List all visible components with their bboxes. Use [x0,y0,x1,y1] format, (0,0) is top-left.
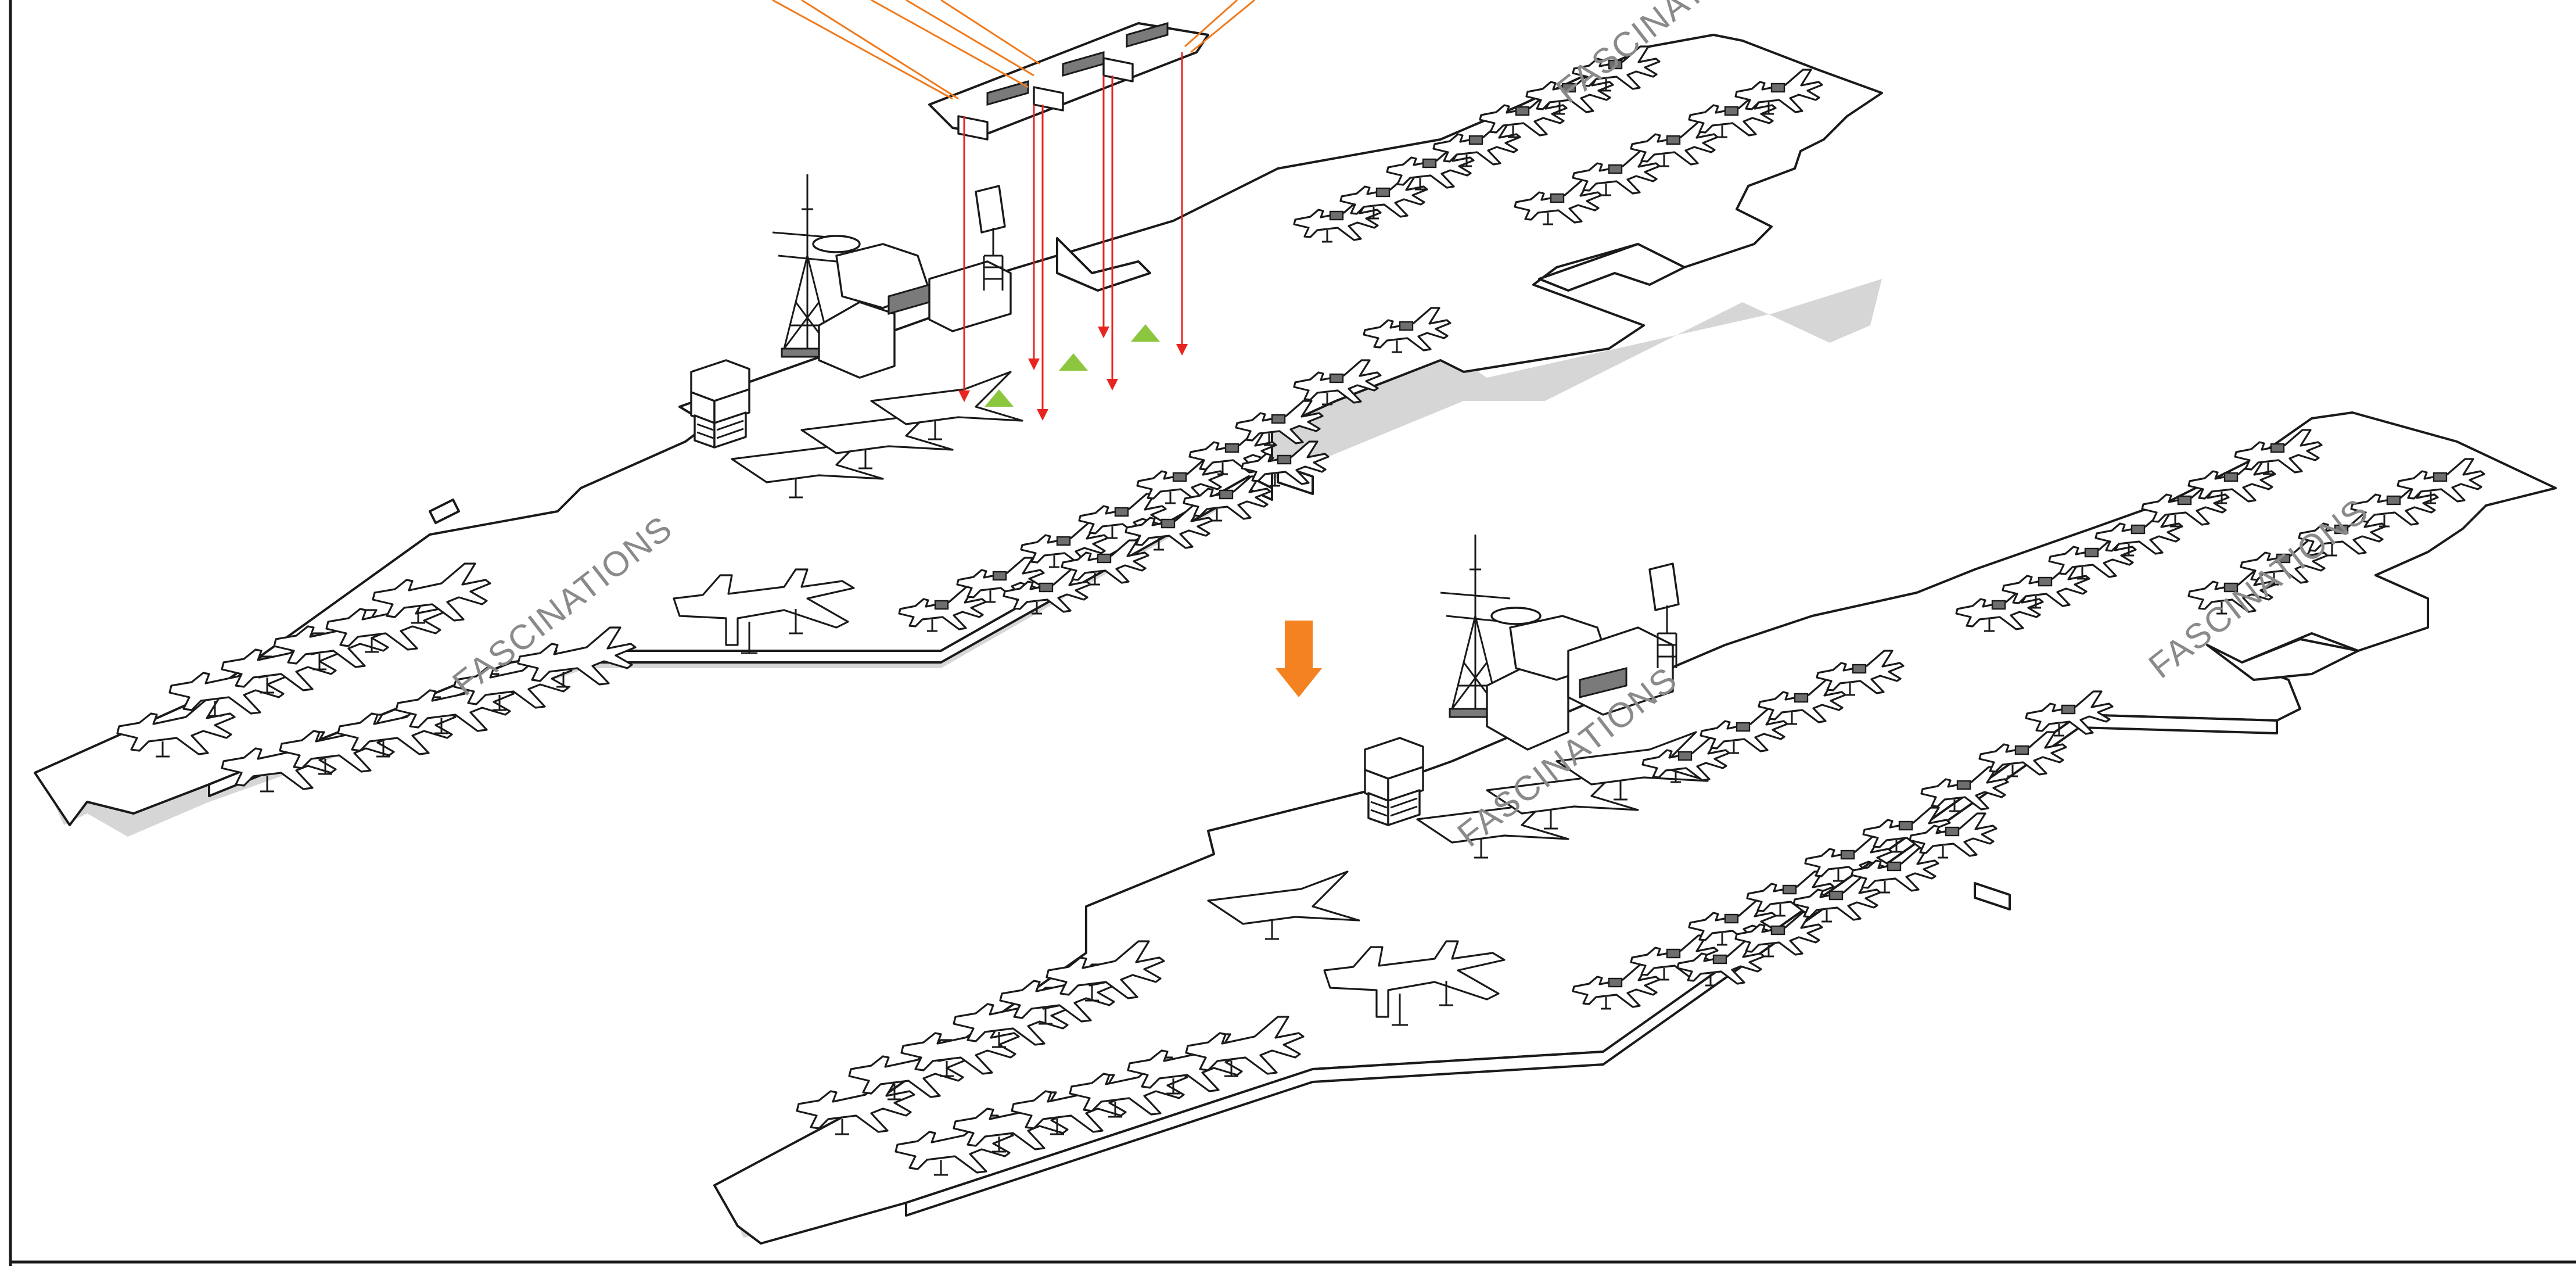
upper-deck-tab-left [430,500,459,523]
exploded-parts-tray [929,23,1208,139]
down-arrow-icon [1276,621,1322,697]
lower-deck-tab [1975,883,2010,909]
